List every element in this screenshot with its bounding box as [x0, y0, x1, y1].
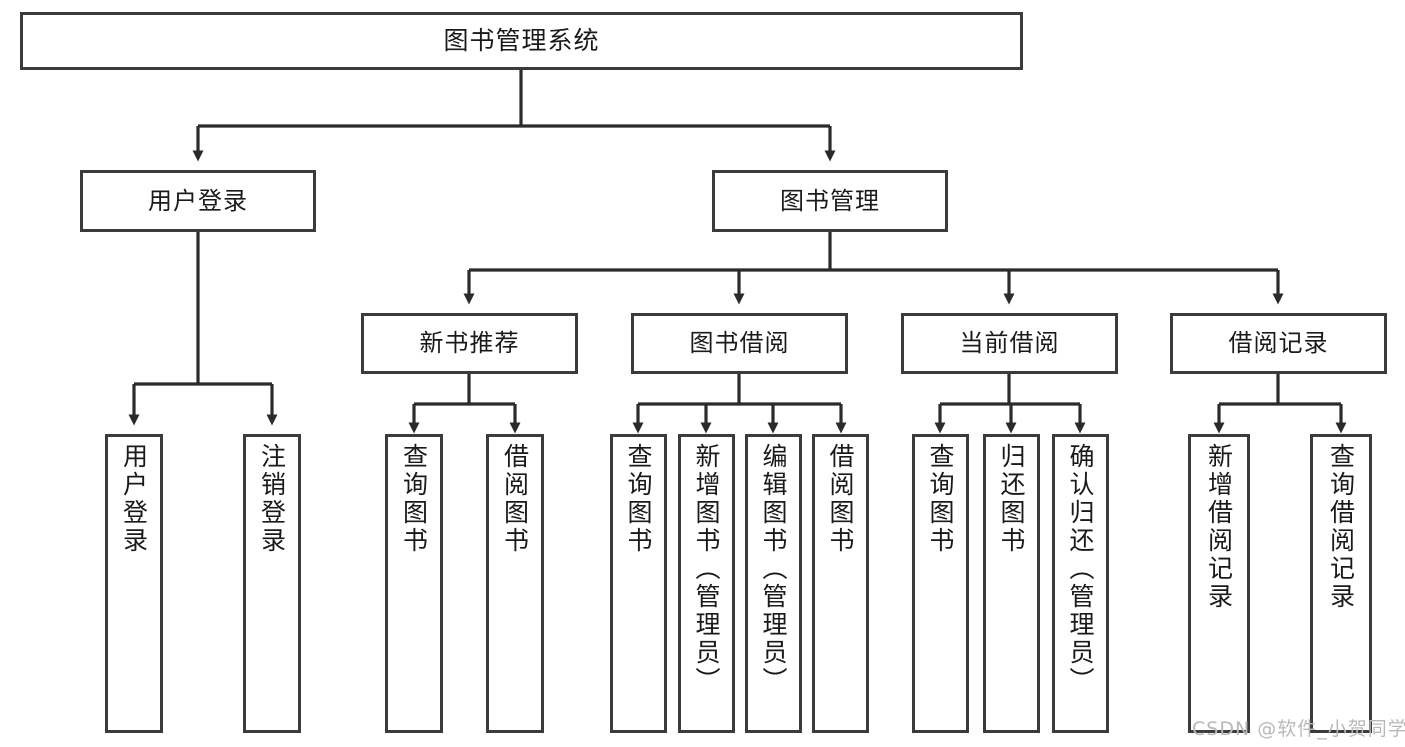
node-label: 当前借阅: [959, 329, 1060, 358]
node-label: 查询图书: [399, 443, 429, 555]
node-borrow-records[interactable]: 借阅记录: [1170, 313, 1387, 374]
leaf-add-book-admin[interactable]: 新增图书（管理员）: [678, 434, 735, 733]
node-label: 借阅图书: [826, 443, 855, 555]
node-label: 编辑图书（管理员）: [759, 443, 788, 695]
node-label: 图书管理: [780, 186, 880, 215]
node-root-book-management-system[interactable]: 图书管理系统: [20, 12, 1023, 70]
leaf-query-books-current[interactable]: 查询图书: [912, 434, 969, 733]
node-label: 用户登录: [119, 443, 149, 555]
node-book-management[interactable]: 图书管理: [712, 170, 948, 232]
leaf-add-borrow-record[interactable]: 新增借阅记录: [1188, 434, 1250, 733]
leaf-return-book[interactable]: 归还图书: [983, 434, 1040, 733]
node-book-borrowing[interactable]: 图书借阅: [631, 313, 848, 374]
leaf-edit-book-admin[interactable]: 编辑图书（管理员）: [745, 434, 802, 733]
node-label: 查询借阅记录: [1326, 443, 1356, 611]
node-label: 归还图书: [997, 443, 1026, 555]
leaf-user-login[interactable]: 用户登录: [105, 434, 163, 733]
node-label: 确认归还（管理员）: [1066, 443, 1095, 695]
leaf-query-books-new[interactable]: 查询图书: [385, 434, 443, 733]
node-label: 借阅图书: [500, 443, 530, 555]
leaf-confirm-return-admin[interactable]: 确认归还（管理员）: [1052, 434, 1109, 733]
node-label: 查询图书: [926, 443, 955, 555]
leaf-logout[interactable]: 注销登录: [243, 434, 301, 733]
node-label: 借阅记录: [1228, 329, 1329, 358]
node-label: 查询图书: [624, 443, 653, 555]
leaf-query-books-borrow[interactable]: 查询图书: [610, 434, 667, 733]
node-label: 新书推荐: [419, 329, 520, 358]
node-label: 新增借阅记录: [1204, 443, 1234, 611]
node-label: 新增图书（管理员）: [692, 443, 721, 695]
node-user-login[interactable]: 用户登录: [80, 170, 316, 232]
node-current-borrowing[interactable]: 当前借阅: [901, 313, 1118, 374]
node-label: 图书管理系统: [443, 26, 600, 55]
leaf-lend-book[interactable]: 借阅图书: [812, 434, 869, 733]
leaf-borrow-books-new[interactable]: 借阅图书: [486, 434, 544, 733]
node-label: 图书借阅: [689, 329, 790, 358]
node-label: 用户登录: [148, 186, 248, 215]
leaf-query-borrow-record[interactable]: 查询借阅记录: [1310, 434, 1372, 733]
node-new-book-recommendation[interactable]: 新书推荐: [361, 313, 578, 374]
node-label: 注销登录: [257, 443, 287, 555]
